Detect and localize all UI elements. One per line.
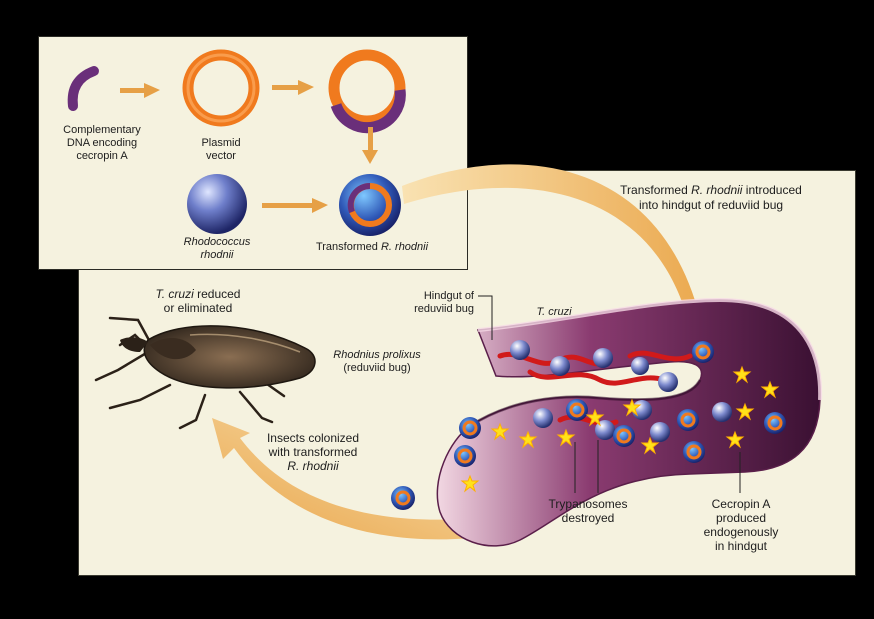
trypanosomes-label-line-2: destroyed: [538, 511, 638, 525]
tcruzi-label: T. cruzi: [524, 306, 584, 319]
cecropin-label-line-4: in hindgut: [688, 539, 794, 553]
introduced-label-suffix: introduced: [742, 183, 801, 197]
hindgut-label-line-1: Hindgut of: [378, 290, 474, 303]
introduced-label-prefix: Transformed: [620, 183, 691, 197]
tcruzi-reduced-suffix: reduced: [194, 287, 241, 301]
cecropin-label-line-2: produced: [688, 511, 794, 525]
trypanosomes-label: Trypanosomes destroyed: [538, 497, 638, 525]
trypanosomes-label-line-1: Trypanosomes: [538, 497, 638, 511]
cdna-label-line-2: DNA encoding: [52, 137, 152, 150]
transformed-label-species: R. rhodnii: [381, 241, 428, 253]
arrow-to-transformed: [262, 198, 328, 213]
arrow-cdna-to-plasmid: [120, 83, 160, 98]
rhodococcus-label: Rhodococcus rhodnii: [167, 236, 267, 262]
hindgut-label: Hindgut of reduviid bug: [378, 290, 474, 316]
cdna-label: Complementary DNA encoding cecropin A: [52, 124, 152, 163]
cecropin-label-line-1: Cecropin A: [688, 497, 794, 511]
colonized-label-line-3: R. rhodnii: [248, 459, 378, 473]
plasmid-label-line-2: vector: [176, 150, 266, 163]
rhodococcus-label-line-2: rhodnii: [167, 249, 267, 262]
plasmid-label-line-1: Plasmid: [176, 137, 266, 150]
introduced-label: Transformed R. rhodnii introduced into h…: [580, 183, 842, 213]
transformed-label: Transformed R. rhodnii: [297, 241, 447, 254]
introduced-label-line-2: into hindgut of reduviid bug: [580, 198, 842, 213]
reduviid-bug: [96, 318, 315, 428]
rhodococcus-sphere: [187, 174, 247, 234]
introduced-label-species: R. rhodnii: [691, 183, 742, 197]
rhodnius-label-species: Rhodnius prolixus: [317, 349, 437, 362]
colonized-label-line-1: Insects colonized: [248, 431, 378, 445]
hindgut-label-line-2: reduviid bug: [378, 303, 474, 316]
plasmid-label: Plasmid vector: [176, 137, 266, 163]
arrow-plasmid-to-recombinant: [272, 80, 314, 95]
colonized-label-line-2: with transformed: [248, 445, 378, 459]
cdna-label-line-3: cecropin A: [52, 150, 152, 163]
cecropin-label: Cecropin A produced endogenously in hind…: [688, 497, 794, 553]
rhodnius-label-common: (reduviid bug): [317, 362, 437, 375]
tcruzi-reduced-species: T. cruzi: [156, 287, 194, 301]
rhodococcus-label-line-1: Rhodococcus: [167, 236, 267, 249]
colonized-label: Insects colonized with transformed R. rh…: [248, 431, 378, 473]
tcruzi-reduced-label: T. cruzi reduced or eliminated: [128, 287, 268, 315]
tcruzi-reduced-line-2: or eliminated: [128, 301, 268, 315]
cdna-segment: [73, 71, 94, 106]
cdna-label-line-1: Complementary: [52, 124, 152, 137]
rhodnius-label: Rhodnius prolixus (reduviid bug): [317, 349, 437, 375]
cecropin-label-line-3: endogenously: [688, 525, 794, 539]
transformed-label-prefix: Transformed: [316, 241, 381, 253]
